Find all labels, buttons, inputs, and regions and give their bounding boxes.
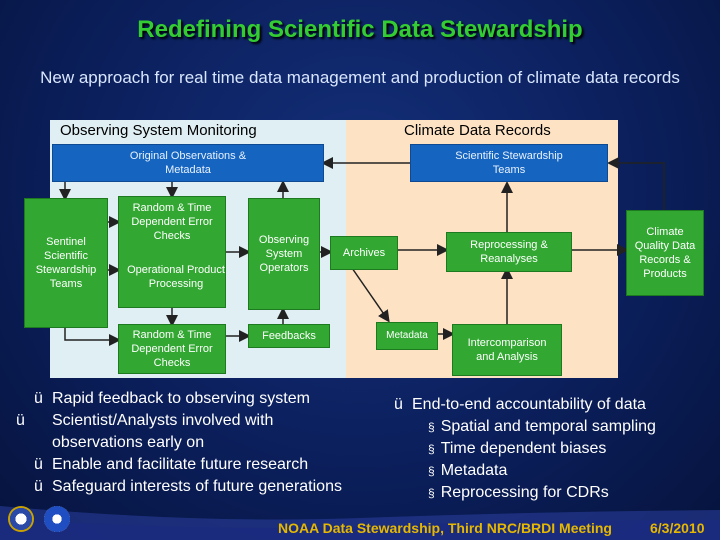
footer-text: NOAA Data Stewardship, Third NRC/BRDI Me… [278, 520, 612, 536]
box-observing-system-operators: Observing System Operators [248, 198, 320, 310]
box-climate-quality-records: Climate Quality Data Records & Products [626, 210, 704, 296]
right-subbullet-4: §Reprocessing for CDRs [428, 484, 609, 501]
box-reprocessing: Reprocessing & Reanalyses [446, 232, 572, 272]
doc-seal-logo [8, 506, 34, 532]
square-bullet-icon: § [428, 486, 435, 500]
box-metadata: Metadata [376, 322, 438, 350]
slide-title: Redefining Scientific Data Stewardship [137, 16, 583, 43]
check-icon: ü [16, 412, 25, 429]
check-icon: ü [34, 390, 43, 407]
footer-date: 6/3/2010 [650, 520, 705, 536]
check-icon: ü [34, 478, 43, 495]
label-operational-processing: Operational Product Processing [127, 264, 225, 290]
check-icon: ü [394, 396, 403, 413]
check-icon: ü [34, 456, 43, 473]
right-subbullet-2: §Time dependent biases [428, 440, 607, 457]
box-original-observations: Original Observations & Metadata [52, 144, 324, 182]
box-random-error-checks-2: Random & Time Dependent Error Checks [118, 324, 226, 374]
square-bullet-icon: § [428, 420, 435, 434]
slide-subtitle: New approach for real time data manageme… [40, 68, 680, 87]
box-intercomparison: Intercomparison and Analysis [452, 324, 562, 376]
square-bullet-icon: § [428, 442, 435, 456]
box-archives: Archives [330, 236, 398, 270]
right-subbullet-1: §Spatial and temporal sampling [428, 418, 656, 435]
panel-header-right: Climate Data Records [404, 122, 551, 139]
square-bullet-icon: § [428, 464, 435, 478]
right-subbullet-3: §Metadata [428, 462, 508, 479]
noaa-logo [44, 506, 70, 532]
box-feedbacks: Feedbacks [248, 324, 330, 348]
box-scientific-stewardship: Scientific Stewardship Teams [410, 144, 608, 182]
footer-swoosh [0, 506, 720, 540]
box-sentinel-teams: Sentinel Scientific Stewardship Teams [24, 198, 108, 328]
panel-header-left: Observing System Monitoring [60, 122, 257, 139]
box-random-error-checks-1: Random & Time Dependent Error Checks [118, 196, 226, 308]
